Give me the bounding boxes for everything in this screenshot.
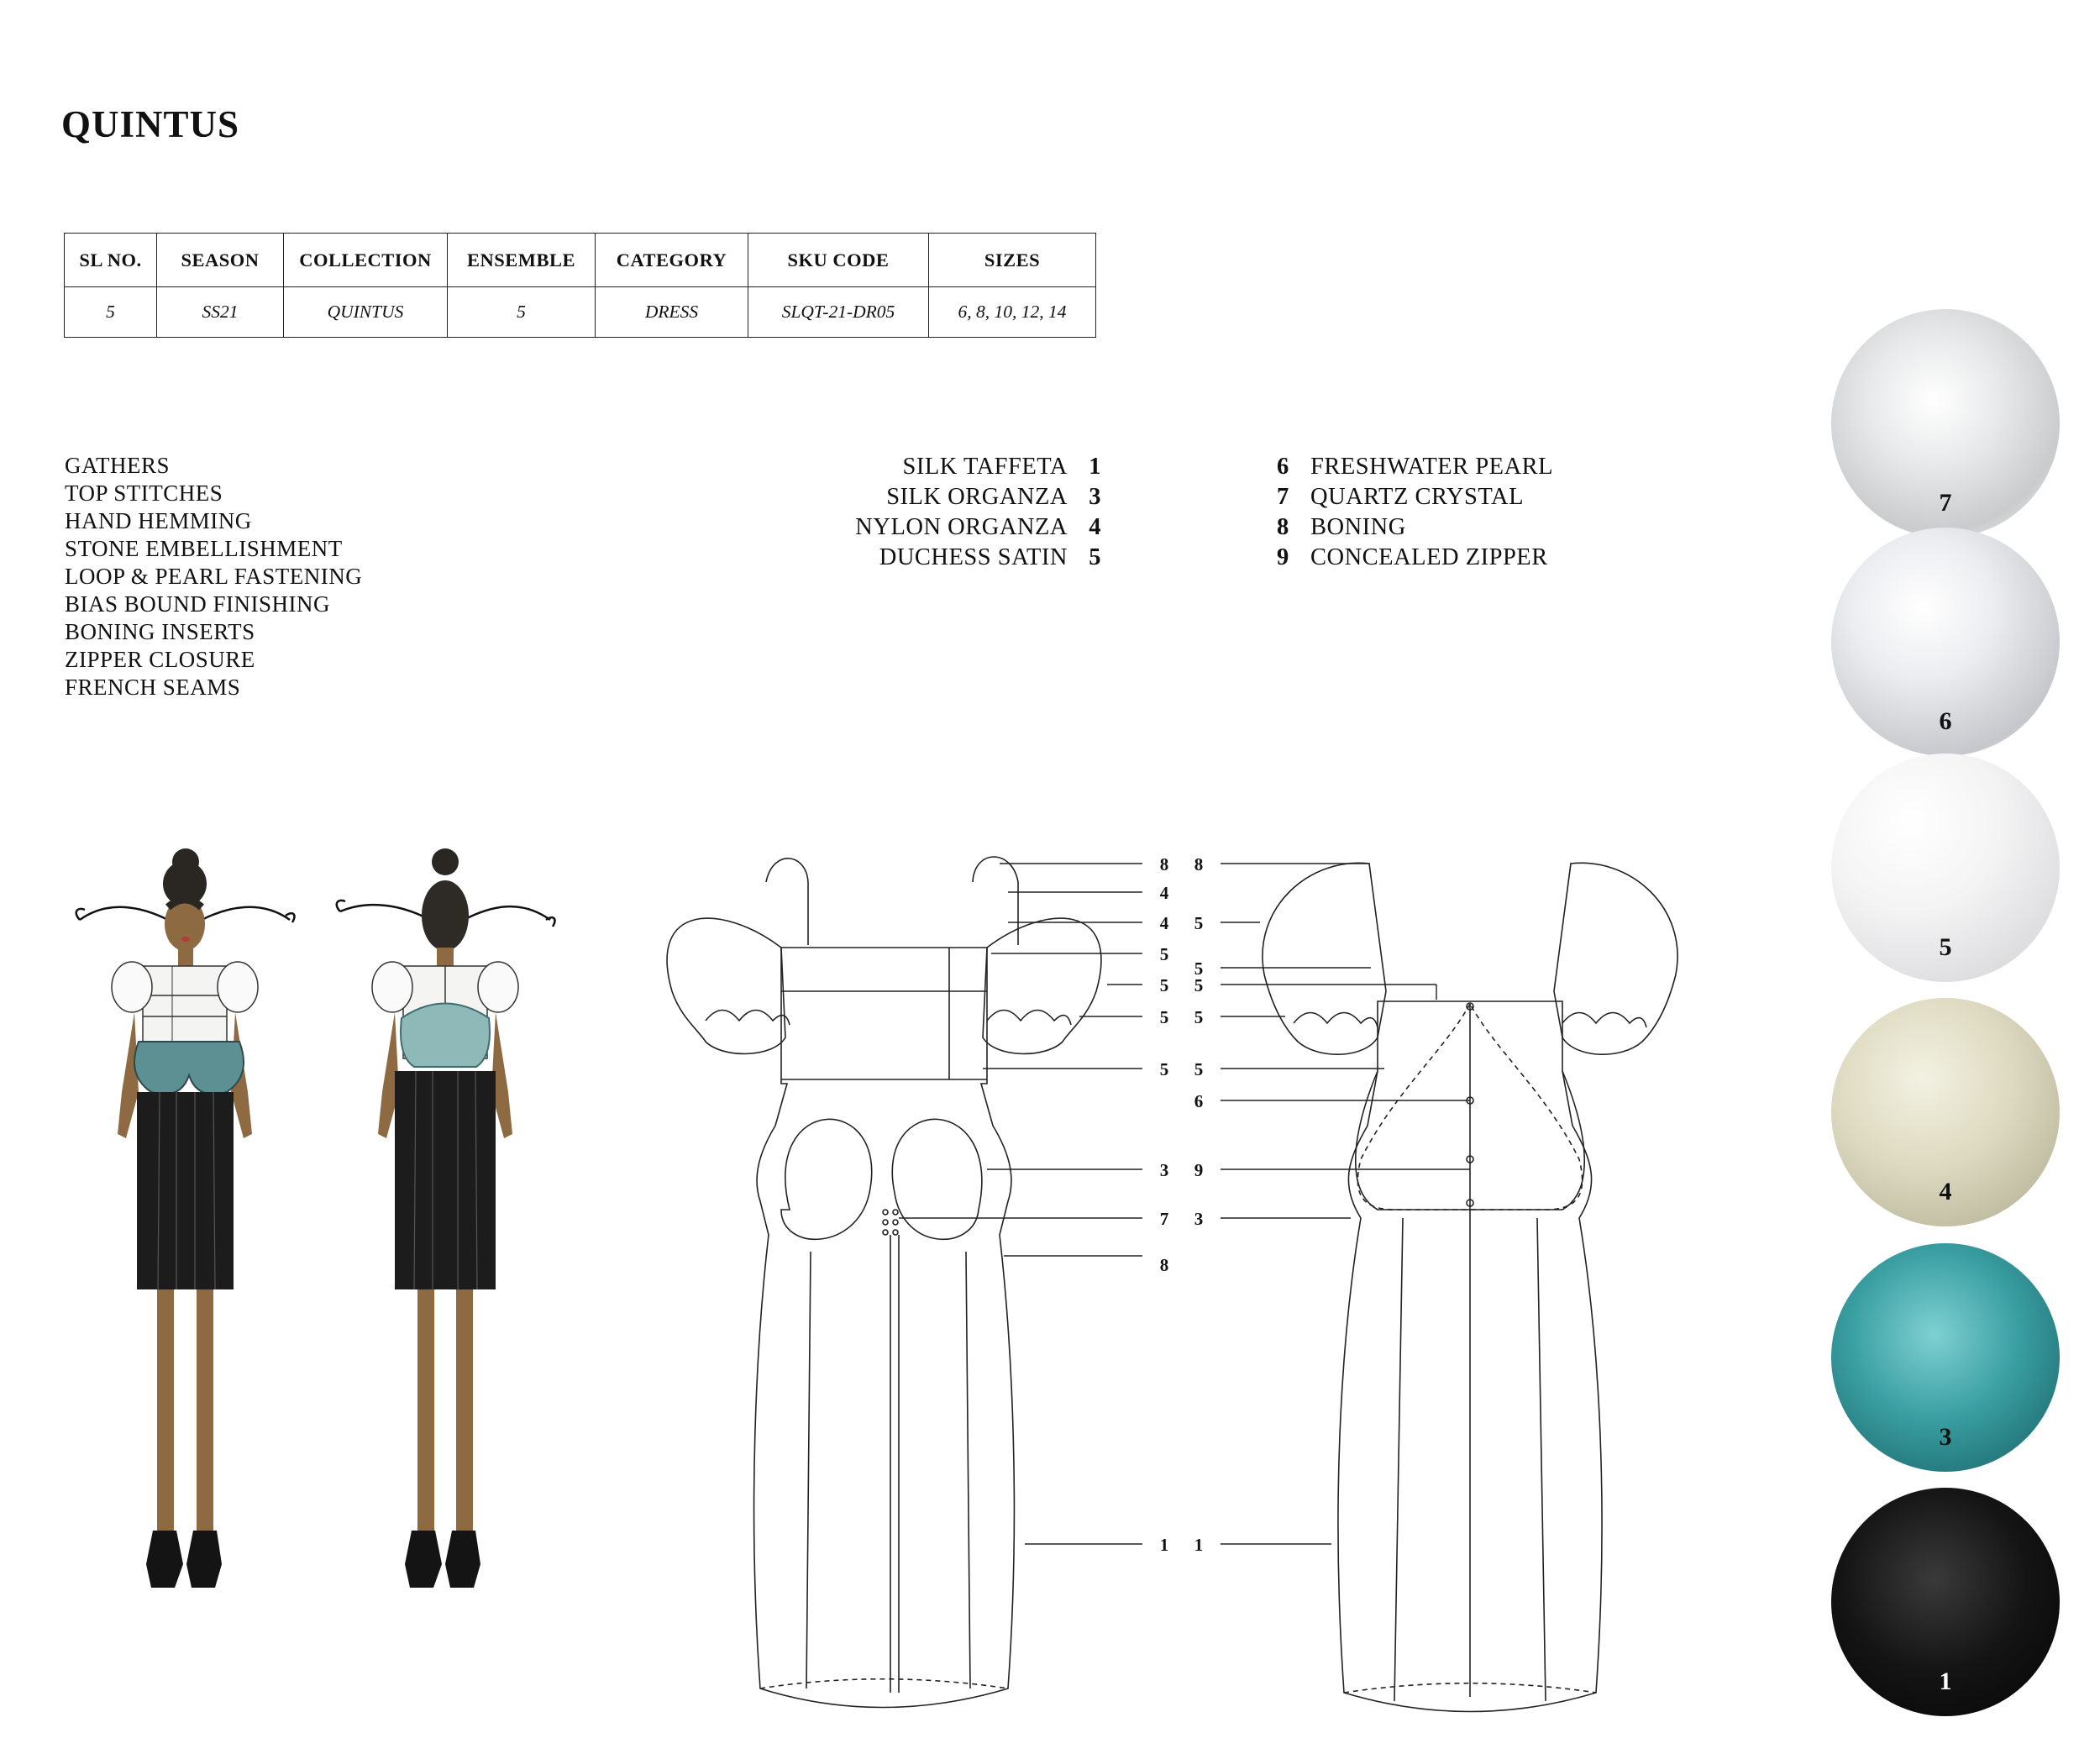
front-callout-labels: 8 4 4 5 5 5 5 3 7 8 1	[1160, 854, 1169, 1555]
spec-header-sl-no: SL NO.	[64, 233, 157, 287]
back-callout-number: 5	[1194, 913, 1204, 933]
back-callout-labels: 8 5 5 5 5 5 6 9 3 1	[1194, 854, 1204, 1555]
swatch-number: 4	[1939, 1178, 1952, 1205]
fashion-figure-front	[75, 848, 296, 1588]
spec-value-ensemble: 5	[447, 286, 596, 338]
fabric-number: 3	[1089, 484, 1101, 510]
fabric-number: 5	[1089, 544, 1101, 570]
spec-header-collection: COLLECTION	[283, 233, 448, 287]
trim-legend-row: 7 QUARTZ CRYSTAL	[1277, 482, 1553, 512]
swatch-number: 7	[1939, 489, 1952, 517]
fabric-legend-left: SILK TAFFETA 1 SILK ORGANZA 3 NYLON ORGANZ…	[790, 452, 1101, 573]
swatch-number: 3	[1939, 1423, 1952, 1451]
trim-legend-row: 8 BONING	[1277, 512, 1553, 543]
trim-name: QUARTZ CRYSTAL	[1310, 484, 1524, 510]
fabric-legend-row: NYLON ORGANZA 4	[790, 512, 1101, 543]
back-callout-number: 1	[1194, 1535, 1204, 1555]
techniques-list: GATHERS TOP STITCHES HAND HEMMING STONE …	[65, 452, 362, 701]
front-callout-number: 5	[1160, 975, 1169, 995]
swatch-silk-taffeta: 1	[1831, 1488, 2060, 1716]
back-callout-number: 5	[1194, 958, 1204, 979]
swatch-number: 6	[1939, 707, 1952, 735]
swatch-freshwater-pearl: 6	[1831, 528, 2060, 756]
spec-table-value-row: 5 SS21 QUINTUS 5 DRESS SLQT-21-DR05 6, 8…	[64, 286, 1096, 338]
spec-value-season: SS21	[156, 286, 284, 338]
spec-value-sl-no: 5	[64, 286, 157, 338]
fashion-figure-back	[335, 848, 556, 1588]
trim-number: 6	[1277, 454, 1289, 480]
fabric-name: SILK ORGANZA	[886, 484, 1068, 510]
front-callout-number: 3	[1160, 1160, 1169, 1180]
back-callout-number: 3	[1194, 1209, 1204, 1229]
technique-item: ZIPPER CLOSURE	[65, 647, 255, 672]
technique-item: BONING INSERTS	[65, 619, 255, 644]
fabric-name: SILK TAFFETA	[902, 454, 1068, 480]
fabric-legend-row: DUCHESS SATIN 5	[790, 543, 1101, 573]
technique-item: BIAS BOUND FINISHING	[65, 591, 331, 617]
fabric-number: 1	[1089, 454, 1101, 480]
back-callout-number: 8	[1194, 854, 1204, 874]
trim-legend-row: 9 CONCEALED ZIPPER	[1277, 543, 1553, 573]
technique-item: TOP STITCHES	[65, 481, 223, 506]
front-callout-number: 4	[1160, 913, 1169, 933]
fabric-name: DUCHESS SATIN	[879, 544, 1068, 570]
trim-name: BONING	[1310, 514, 1406, 540]
swatch-number: 5	[1939, 933, 1952, 961]
technique-item: FRENCH SEAMS	[65, 675, 241, 700]
spec-value-sizes: 6, 8, 10, 12, 14	[928, 286, 1096, 338]
front-callout-number: 8	[1160, 1255, 1169, 1275]
fabric-legend-row: SILK ORGANZA 3	[790, 482, 1101, 512]
technical-flat-front	[666, 856, 1102, 1709]
swatch-number: 1	[1939, 1667, 1952, 1695]
back-callout-number: 9	[1194, 1160, 1204, 1180]
front-callout-number: 1	[1160, 1535, 1169, 1555]
fabric-number: 4	[1089, 514, 1101, 540]
trim-name: FRESHWATER PEARL	[1310, 454, 1554, 480]
front-callout-number: 8	[1160, 854, 1169, 874]
front-callout-number: 5	[1160, 1059, 1169, 1079]
trim-name: CONCEALED ZIPPER	[1310, 544, 1548, 570]
technique-item: GATHERS	[65, 453, 171, 478]
front-callout-number: 7	[1160, 1209, 1169, 1229]
spec-table: SL NO. SEASON COLLECTION ENSEMBLE CATEGO…	[64, 233, 1096, 338]
front-callout-number: 4	[1160, 883, 1169, 903]
spec-table-header-row: SL NO. SEASON COLLECTION ENSEMBLE CATEGO…	[64, 233, 1096, 287]
swatch-quartz-crystal: 7	[1831, 309, 2060, 538]
spec-value-sku-code: SLQT-21-DR05	[748, 286, 929, 338]
leader-lines-front	[899, 863, 1142, 1545]
spec-header-category: CATEGORY	[595, 233, 748, 287]
front-callout-number: 5	[1160, 944, 1169, 964]
swatch-nylon-organza: 4	[1831, 998, 2060, 1226]
trim-number: 7	[1277, 484, 1289, 510]
leader-lines-back	[1221, 863, 1470, 1545]
swatch-silk-organza: 3	[1831, 1243, 2060, 1472]
back-callout-number: 6	[1194, 1091, 1204, 1111]
fabric-legend-row: SILK TAFFETA 1	[790, 452, 1101, 482]
technique-item: HAND HEMMING	[65, 508, 252, 533]
front-callout-number: 5	[1160, 1007, 1169, 1027]
trim-legend-row: 6 FRESHWATER PEARL	[1277, 452, 1553, 482]
spec-header-ensemble: ENSEMBLE	[447, 233, 596, 287]
spec-header-sizes: SIZES	[928, 233, 1096, 287]
technical-flat-back	[1262, 862, 1678, 1713]
trim-number: 8	[1277, 514, 1289, 540]
fabric-name: NYLON ORGANZA	[855, 514, 1068, 540]
technique-item: STONE EMBELLISHMENT	[65, 536, 343, 561]
back-callout-number: 5	[1194, 1007, 1204, 1027]
swatch-duchess-satin: 5	[1831, 754, 2060, 982]
page-title: QUINTUS	[61, 103, 240, 145]
trim-number: 9	[1277, 544, 1289, 570]
technique-item: LOOP & PEARL FASTENING	[65, 564, 363, 589]
spec-value-collection: QUINTUS	[283, 286, 448, 338]
back-callout-number: 5	[1194, 975, 1204, 995]
back-callout-number: 5	[1194, 1059, 1204, 1079]
spec-value-category: DRESS	[595, 286, 748, 338]
spec-header-sku-code: SKU CODE	[748, 233, 929, 287]
fabric-legend-right: 6 FRESHWATER PEARL 7 QUARTZ CRYSTAL 8 BONIN…	[1277, 452, 1553, 573]
